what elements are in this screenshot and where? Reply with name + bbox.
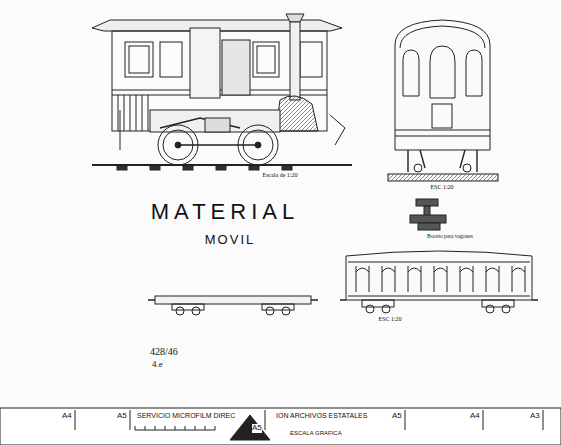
archive-stamp: SERVICIO MICROFILM DIREC — [137, 412, 235, 420]
detail-note: Boceto para vagones — [427, 233, 473, 239]
archive-stamp: ION ARCHIVOS ESTATALES — [276, 412, 367, 420]
locomotive-side-view — [92, 14, 352, 170]
frame-marker: A4 — [62, 412, 72, 421]
scale-note: ESC 1:20 — [430, 184, 453, 191]
scale-note: ESC 1:20 — [378, 316, 401, 323]
frame-marker: A4 — [470, 412, 480, 421]
sheet-subtitle: MOVIL — [205, 233, 255, 247]
frame-marker: A3 — [530, 412, 540, 421]
coupling-detail — [410, 199, 446, 230]
scale-caption: ESCALA GRAFICA — [290, 430, 342, 437]
scale-note: Escala de 1:20 — [263, 172, 298, 179]
archive-number: 4.e — [152, 360, 163, 370]
locomotive-end-view — [388, 20, 498, 181]
frame-marker: A5 — [392, 412, 402, 421]
archive-number: 428/46 — [150, 346, 178, 357]
passenger-coach — [340, 251, 538, 313]
sheet-title: MATERIAL — [151, 200, 299, 224]
frame-marker: A5 — [117, 412, 127, 421]
microfilm-strip — [0, 408, 561, 445]
frame-marker: A5 — [252, 424, 262, 433]
flat-wagon — [148, 296, 318, 315]
